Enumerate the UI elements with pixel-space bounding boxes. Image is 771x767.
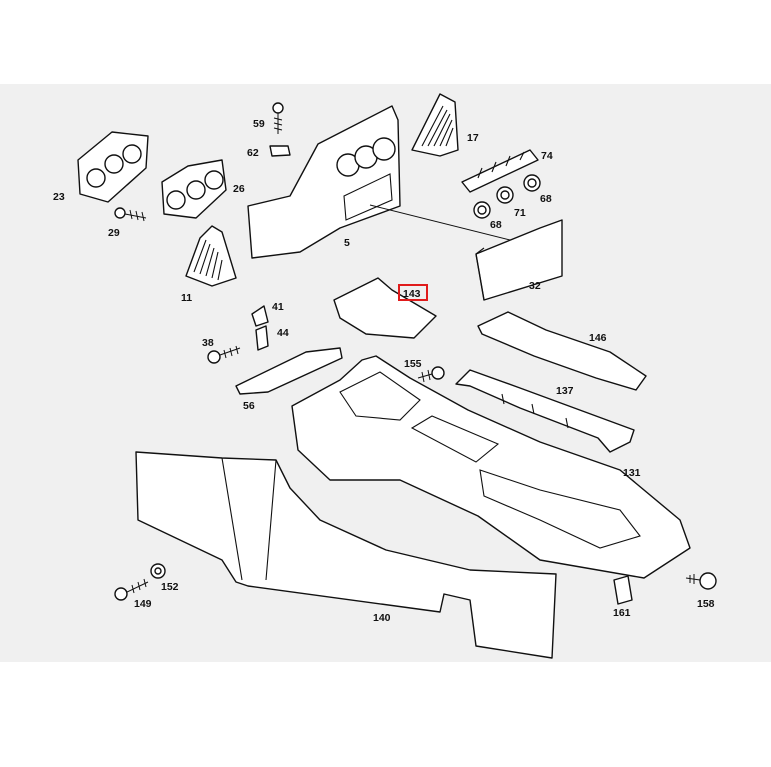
screw-155[interactable] xyxy=(417,366,445,383)
label-131: 131 xyxy=(623,467,641,479)
bracket-41[interactable] xyxy=(251,305,269,327)
bracket-56[interactable] xyxy=(235,347,343,395)
label-56: 56 xyxy=(243,400,255,412)
label-17: 17 xyxy=(467,132,479,144)
label-161: 161 xyxy=(613,607,631,619)
radio-box-32[interactable] xyxy=(475,219,563,301)
label-71: 71 xyxy=(514,207,526,219)
screw-29[interactable] xyxy=(114,207,147,222)
label-44: 44 xyxy=(277,327,289,339)
label-140: 140 xyxy=(373,612,391,624)
label-26: 26 xyxy=(233,183,245,195)
air-vent-17[interactable] xyxy=(411,93,459,157)
side-panel-140[interactable] xyxy=(135,451,557,659)
gauge-bezel-26[interactable] xyxy=(161,159,227,219)
center-console-131[interactable] xyxy=(291,355,691,579)
bracket-44[interactable] xyxy=(255,325,269,351)
screw-38[interactable] xyxy=(207,345,241,364)
label-155: 155 xyxy=(404,358,422,370)
label-62: 62 xyxy=(247,147,259,159)
label-158: 158 xyxy=(697,598,715,610)
clip-62[interactable] xyxy=(269,145,291,157)
knob-68-lower[interactable] xyxy=(473,201,491,219)
screw-149[interactable] xyxy=(114,578,149,601)
knob-68-upper[interactable] xyxy=(523,174,541,192)
highlight-box-143 xyxy=(398,284,428,301)
screw-59[interactable] xyxy=(272,102,284,134)
label-68-lower: 68 xyxy=(490,219,502,231)
gauge-bezel-23[interactable] xyxy=(77,131,149,203)
knob-71[interactable] xyxy=(496,186,514,204)
armrest-146[interactable] xyxy=(477,311,647,391)
cover-143[interactable] xyxy=(333,277,437,339)
label-74: 74 xyxy=(541,150,553,162)
label-38: 38 xyxy=(202,337,214,349)
rail-137[interactable] xyxy=(455,369,635,453)
label-137: 137 xyxy=(556,385,574,397)
nut-158[interactable] xyxy=(685,572,717,590)
label-152: 152 xyxy=(161,581,179,593)
clip-161[interactable] xyxy=(613,575,633,605)
label-146: 146 xyxy=(589,332,607,344)
label-59: 59 xyxy=(253,118,265,130)
label-29: 29 xyxy=(108,227,120,239)
label-23: 23 xyxy=(53,191,65,203)
label-149: 149 xyxy=(134,598,152,610)
label-41: 41 xyxy=(272,301,284,313)
switch-panel-74[interactable] xyxy=(461,149,539,193)
label-5: 5 xyxy=(344,237,350,249)
center-dash-panel-5[interactable] xyxy=(247,105,511,259)
label-143: 143 xyxy=(403,288,421,300)
label-11: 11 xyxy=(181,292,192,304)
washer-152[interactable] xyxy=(150,563,166,579)
label-32: 32 xyxy=(529,280,541,292)
air-vent-11[interactable] xyxy=(185,225,237,287)
label-68-upper: 68 xyxy=(540,193,552,205)
